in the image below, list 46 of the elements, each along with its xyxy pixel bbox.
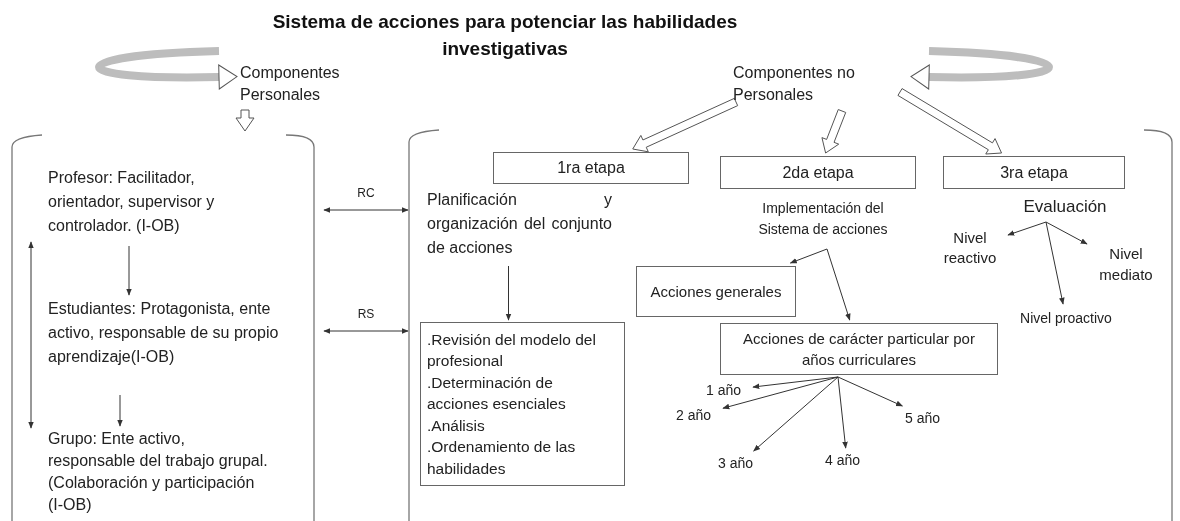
level-label: Nivel reactivo xyxy=(935,228,1005,268)
level-label: Nivel proactivo xyxy=(1000,307,1132,329)
arrow xyxy=(789,248,828,264)
arrow xyxy=(323,328,409,334)
task-list-box: .Revisión del modelo del profesional .Determinación de acciones esenciales .Análisis .Ordenamiento de las habilidades xyxy=(420,322,625,486)
arrow xyxy=(117,394,123,427)
arrow xyxy=(28,241,34,429)
arrow xyxy=(505,265,512,321)
block-arrow xyxy=(897,88,1003,155)
stage-description: Planificación y organización del conjunto de acciones xyxy=(427,188,612,264)
role-text: Profesor: Facilitador, orientador, supervisor y controlador. (I-OB) xyxy=(48,166,270,242)
arrow xyxy=(722,376,839,410)
role-text: Grupo: Ente activo, responsable del trabajo grupal. (Colaboración y participación (I-OB) xyxy=(48,428,270,518)
block-arrow xyxy=(821,109,847,154)
arrow xyxy=(837,376,848,449)
year-label: 5 año xyxy=(905,409,953,427)
level-label: Nivel mediato xyxy=(1090,243,1162,287)
component-label: Componentes Personales xyxy=(240,62,358,108)
arrow xyxy=(1007,221,1047,236)
component-label: Componentes no Personales xyxy=(733,62,903,108)
edge-label: RC xyxy=(355,186,377,200)
stage-description: Implementación del Sistema de acciones xyxy=(743,198,903,242)
block-arrow xyxy=(235,109,255,132)
edge-label: RS xyxy=(355,307,377,321)
stage-description: Evaluación xyxy=(1010,196,1120,218)
year-label: 3 año xyxy=(718,454,762,472)
stage-box: 1ra etapa xyxy=(493,152,689,184)
arrow xyxy=(1045,221,1065,305)
arrow xyxy=(837,376,903,407)
block-arrow xyxy=(632,97,739,153)
arrow xyxy=(1045,221,1088,245)
year-label: 2 año xyxy=(676,406,720,424)
arrow xyxy=(753,376,839,452)
diagram-title: Sistema de acciones para potenciar las habilidades investigativas xyxy=(271,10,739,61)
arrow xyxy=(323,207,409,213)
action-box: Acciones generales xyxy=(636,266,796,317)
action-box: Acciones de carácter particular por años curriculares xyxy=(720,323,998,375)
curved-block-arrow xyxy=(910,47,1052,90)
year-label: 1 año xyxy=(706,381,750,399)
stage-box: 3ra etapa xyxy=(943,156,1125,189)
stage-box: 2da etapa xyxy=(720,156,916,189)
arrow xyxy=(126,245,132,296)
year-label: 4 año xyxy=(825,451,869,469)
arrow xyxy=(826,248,851,321)
role-text: Estudiantes: Protagonista, ente activo, responsable de su propio aprendizaje(I-OB) xyxy=(48,297,288,393)
curved-block-arrow xyxy=(96,47,238,90)
